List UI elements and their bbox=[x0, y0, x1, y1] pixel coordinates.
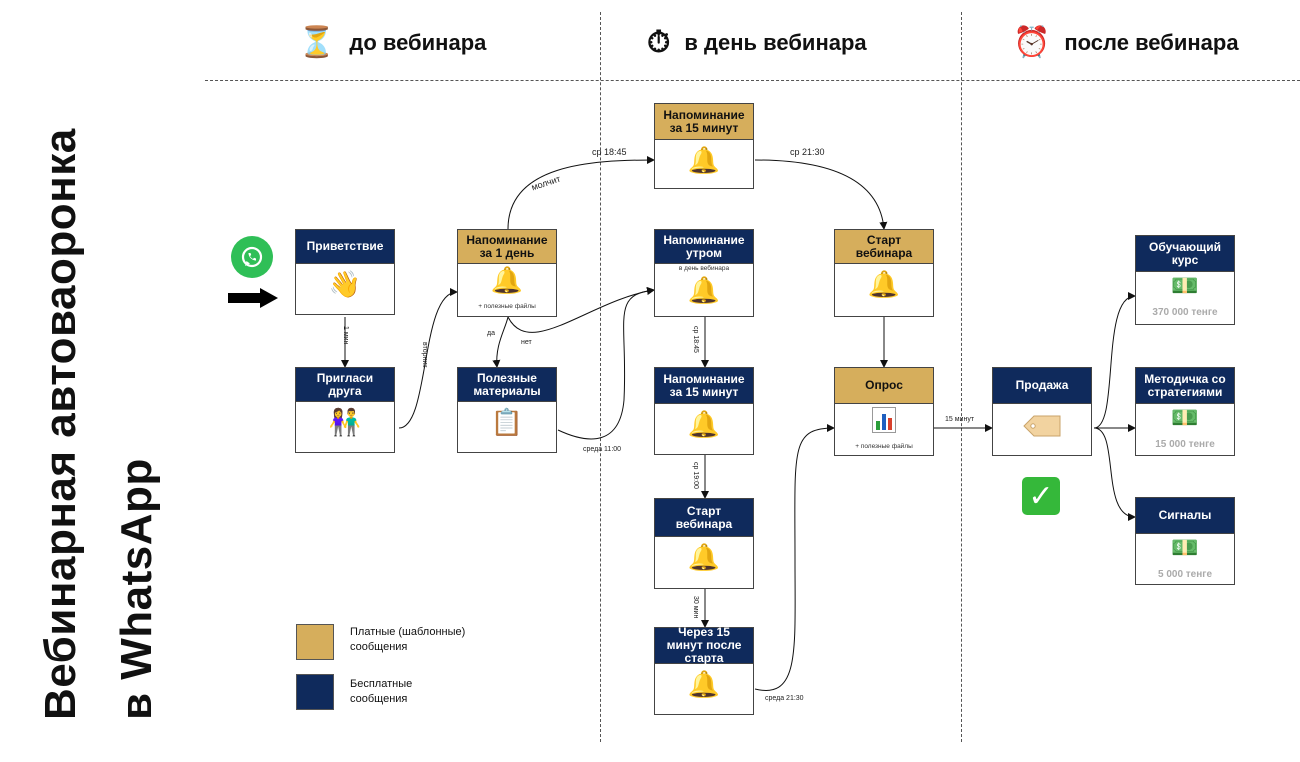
phase-after-label: после вебинара bbox=[1064, 30, 1239, 55]
node-poleznye-materialy[interactable]: Полезные материалы 📋 bbox=[457, 367, 557, 453]
node-subtitle: в день вебинара bbox=[678, 265, 730, 272]
node-title: Напоминание за 15 минут bbox=[655, 368, 753, 404]
node-title: Старт вебинара bbox=[835, 230, 933, 264]
node-title: Через 15 минут после старта bbox=[655, 626, 753, 665]
bell-icon: 🔔 bbox=[687, 276, 721, 306]
phase-day: ⏱ в день вебинара bbox=[647, 28, 867, 58]
node-napominanie-15-top[interactable]: Напоминание за 15 минут 🔔 bbox=[654, 103, 754, 189]
edge-label-1min: 1 мин bbox=[342, 326, 349, 345]
node-title: Обучающий курс bbox=[1136, 236, 1234, 272]
edge-label-sr1845-top: ср 18:45 bbox=[592, 147, 627, 157]
node-signaly[interactable]: Сигналы 💵 5 000 тенге bbox=[1135, 497, 1235, 585]
clipboard-icon: 📋 bbox=[490, 408, 524, 438]
legend-free-label: Бесплатные сообщения bbox=[350, 678, 413, 705]
stopwatch-icon: ⏱ bbox=[647, 25, 671, 60]
node-title: Старт вебинара bbox=[655, 499, 753, 537]
phase-after: ⏰ после вебинара bbox=[1013, 28, 1239, 58]
legend-free-swatch bbox=[296, 674, 334, 710]
node-title: Продажа bbox=[993, 368, 1091, 404]
bell-icon: 🔔 bbox=[490, 266, 524, 296]
node-title: Напоминание за 1 день bbox=[458, 230, 556, 264]
check-mark-icon: ✓ bbox=[1022, 477, 1060, 515]
bell-icon: 🔔 bbox=[687, 670, 721, 700]
node-title: Сигналы bbox=[1136, 498, 1234, 534]
node-title: Приветствие bbox=[296, 230, 394, 264]
edge-label-sr2130-top: ср 21:30 bbox=[790, 147, 825, 157]
price-tag-icon bbox=[993, 414, 1091, 445]
phase-divider-1 bbox=[600, 12, 601, 742]
node-note: + полезные файлы bbox=[855, 443, 913, 450]
edge-label-sr1900: ср 19:00 bbox=[692, 462, 699, 489]
bar-chart-icon bbox=[835, 407, 933, 440]
bell-icon: 🔔 bbox=[687, 410, 721, 440]
money-icon: 💵 bbox=[1171, 406, 1199, 431]
phase-divider-2 bbox=[961, 12, 962, 742]
node-obuchayushchiy-kurs[interactable]: Обучающий курс 💵 370 000 тенге bbox=[1135, 235, 1235, 325]
hourglass-icon: ⏳ bbox=[298, 25, 336, 60]
money-icon: 💵 bbox=[1171, 536, 1199, 561]
phase-before-label: до вебинара bbox=[349, 30, 487, 55]
edge-label-15min: 15 минут bbox=[945, 416, 975, 423]
node-start-vebinara-2[interactable]: Старт вебинара 🔔 bbox=[834, 229, 934, 317]
node-prodazha[interactable]: Продажа bbox=[992, 367, 1092, 456]
edge-label-da: да bbox=[487, 330, 495, 337]
header-divider bbox=[205, 80, 1300, 81]
node-priglasi-druga[interactable]: Пригласи друга 👫 bbox=[295, 367, 395, 453]
node-title: Полезные материалы bbox=[458, 368, 556, 402]
edge-label-sreda2130: среда 21:30 bbox=[765, 695, 804, 702]
price-label: 370 000 тенге bbox=[1152, 307, 1218, 318]
node-napominanie-15-mid[interactable]: Напоминание за 15 минут 🔔 bbox=[654, 367, 754, 455]
node-metodichka[interactable]: Методичка со стратегиями 💵 15 000 тенге bbox=[1135, 367, 1235, 456]
bell-icon: 🔔 bbox=[687, 543, 721, 573]
node-title: Методичка со стратегиями bbox=[1136, 368, 1234, 404]
couple-icon: 👫 bbox=[328, 408, 362, 438]
node-start-vebinara-1[interactable]: Старт вебинара 🔔 bbox=[654, 498, 754, 589]
node-title: Напоминание утром bbox=[655, 230, 753, 264]
node-title: Напоминание за 15 минут bbox=[655, 104, 753, 140]
phase-day-label: в день вебинара bbox=[684, 30, 867, 55]
edge-label-net: нет bbox=[521, 339, 532, 346]
node-opros[interactable]: Опрос + полезные файлы bbox=[834, 367, 934, 456]
entry-arrow-icon bbox=[228, 288, 278, 308]
price-label: 15 000 тенге bbox=[1155, 439, 1215, 450]
edge-label-vtornik: вторник bbox=[421, 342, 428, 368]
money-icon: 💵 bbox=[1171, 274, 1199, 299]
node-cherez-15-minut[interactable]: Через 15 минут после старта 🔔 bbox=[654, 626, 754, 715]
whatsapp-icon bbox=[231, 236, 273, 278]
phase-before: ⏳ до вебинара bbox=[298, 28, 486, 58]
node-privetstvie[interactable]: Приветствие 👋 bbox=[295, 229, 395, 315]
price-label: 5 000 тенге bbox=[1157, 569, 1213, 580]
bell-icon: 🔔 bbox=[867, 270, 901, 300]
edge-label-sr1845-mid: ср 18:45 bbox=[692, 326, 699, 353]
alarm-clock-icon: ⏰ bbox=[1013, 25, 1051, 60]
node-title: Пригласи друга bbox=[296, 368, 394, 402]
bell-icon: 🔔 bbox=[687, 146, 721, 176]
legend-paid-swatch bbox=[296, 624, 334, 660]
node-note: + полезные файлы bbox=[478, 303, 536, 310]
edge-label-sreda1100: среда 11:00 bbox=[583, 446, 622, 453]
edge-label-30min: 30 мин bbox=[692, 596, 699, 619]
legend-paid-label: Платные (шаблонные) сообщения bbox=[350, 626, 466, 653]
node-title: Опрос bbox=[835, 368, 933, 404]
node-napominanie-utrom[interactable]: Напоминание утром в день вебинара 🔔 bbox=[654, 229, 754, 317]
waving-hand-icon: 👋 bbox=[328, 270, 362, 300]
node-napominanie-1-den[interactable]: Напоминание за 1 день 🔔 + полезные файлы bbox=[457, 229, 557, 317]
